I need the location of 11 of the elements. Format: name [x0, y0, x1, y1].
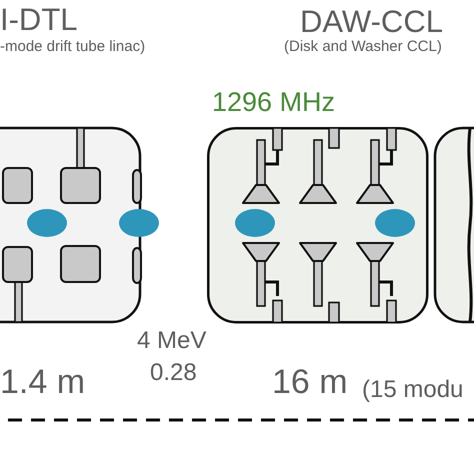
cavity-box [433, 127, 474, 324]
cavity-heading: DAW-CCL [300, 5, 443, 40]
module-count-label: (15 modu [362, 377, 464, 404]
frequency-label: 1296 MHz [212, 88, 336, 118]
beta-value-label: 0.28 [150, 360, 197, 386]
cavity-subtitle: -mode drift tube linac) [0, 39, 146, 56]
cavity-subtitle: (Disk and Washer CCL) [284, 39, 442, 56]
length-label: 16 m [272, 364, 348, 402]
cavity-heading: I-DTL [0, 3, 78, 38]
length-label: 1.4 m [0, 364, 86, 402]
energy-label: 4 MeV [137, 328, 206, 354]
